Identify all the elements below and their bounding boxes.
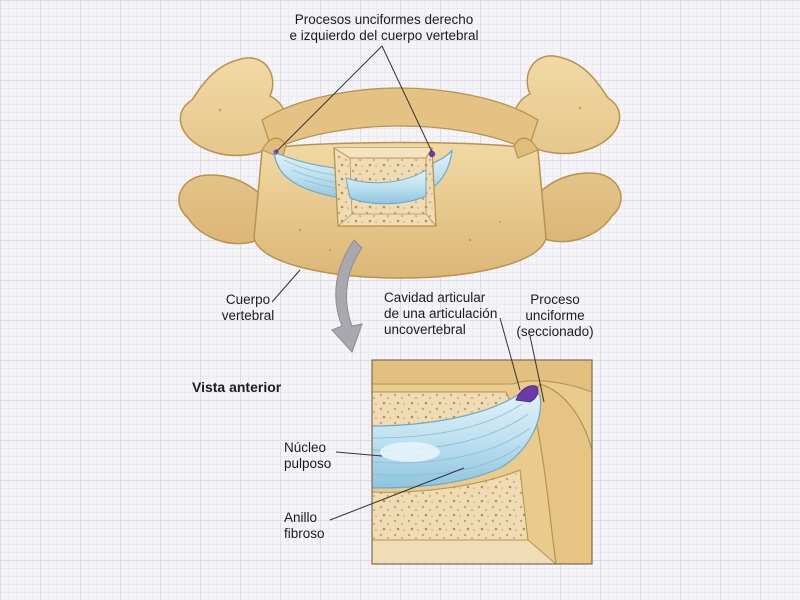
joint-cavity-inset [515, 385, 539, 403]
label-joint-cavity-line2: de una articulación [384, 306, 498, 321]
label-joint-cavity-line1: Cavidad articular [384, 290, 486, 305]
right-uncinate-process [513, 137, 539, 159]
label-nucleus-line2: pulposo [284, 456, 332, 471]
leader-uncinate-left [275, 45, 383, 153]
label-annulus-fibrosus: Anillo fibroso [284, 510, 325, 542]
nucleus-pulposus-shape [372, 389, 542, 489]
label-vertebral-body-line1: Cuerpo [225, 292, 271, 307]
joint-cavity-right-top [428, 150, 436, 158]
sectioned-window [333, 147, 437, 227]
vertebra-top [178, 55, 622, 279]
label-vertebral-body-line2: vertebral [221, 308, 275, 323]
label-uncinate-cut-line2: unciforme [525, 308, 585, 323]
label-joint-cavity: Cavidad articular de una articulación un… [384, 290, 497, 338]
leader-lines [271, 45, 545, 521]
left-uncinate-process [261, 137, 287, 159]
label-annulus-line2: fibroso [284, 526, 325, 541]
label-uncinate-process-cut: Proceso unciforme (seccionado) [508, 292, 602, 340]
leader-uncinate-right [381, 45, 433, 153]
label-uncinate-cut-line1: Proceso [530, 292, 580, 307]
inset-detail [371, 359, 593, 565]
leader-joint-cavity [499, 317, 521, 391]
label-uncinate-cut-line3: (seccionado) [516, 324, 594, 339]
spongy-bone-lower [372, 469, 529, 541]
label-anterior-view: Vista anterior [192, 379, 281, 395]
leader-uncinate-cut [529, 335, 545, 403]
vertebral-arch [261, 87, 539, 151]
label-uncinate-processes: Procesos unciformes derecho e izquierdo … [254, 12, 514, 44]
label-nucleus-pulposus: Núcleo pulposo [284, 440, 331, 472]
label-uncinate-processes-line2: e izquierdo del cuerpo vertebral [289, 28, 479, 43]
leader-annulus [329, 467, 465, 521]
zoom-arrow [331, 239, 363, 353]
bone-texture [218, 106, 582, 251]
label-annulus-line1: Anillo [284, 510, 318, 525]
leader-nucleus [335, 451, 383, 457]
label-uncinate-processes-line1: Procesos unciformes derecho [294, 12, 474, 27]
leader-vertebral-body [271, 269, 301, 303]
label-joint-cavity-line3: uncovertebral [384, 322, 466, 337]
label-anterior-view-text: Vista anterior [192, 379, 282, 395]
label-nucleus-line1: Núcleo [284, 440, 327, 455]
label-vertebral-body: Cuerpo vertebral [208, 292, 288, 324]
